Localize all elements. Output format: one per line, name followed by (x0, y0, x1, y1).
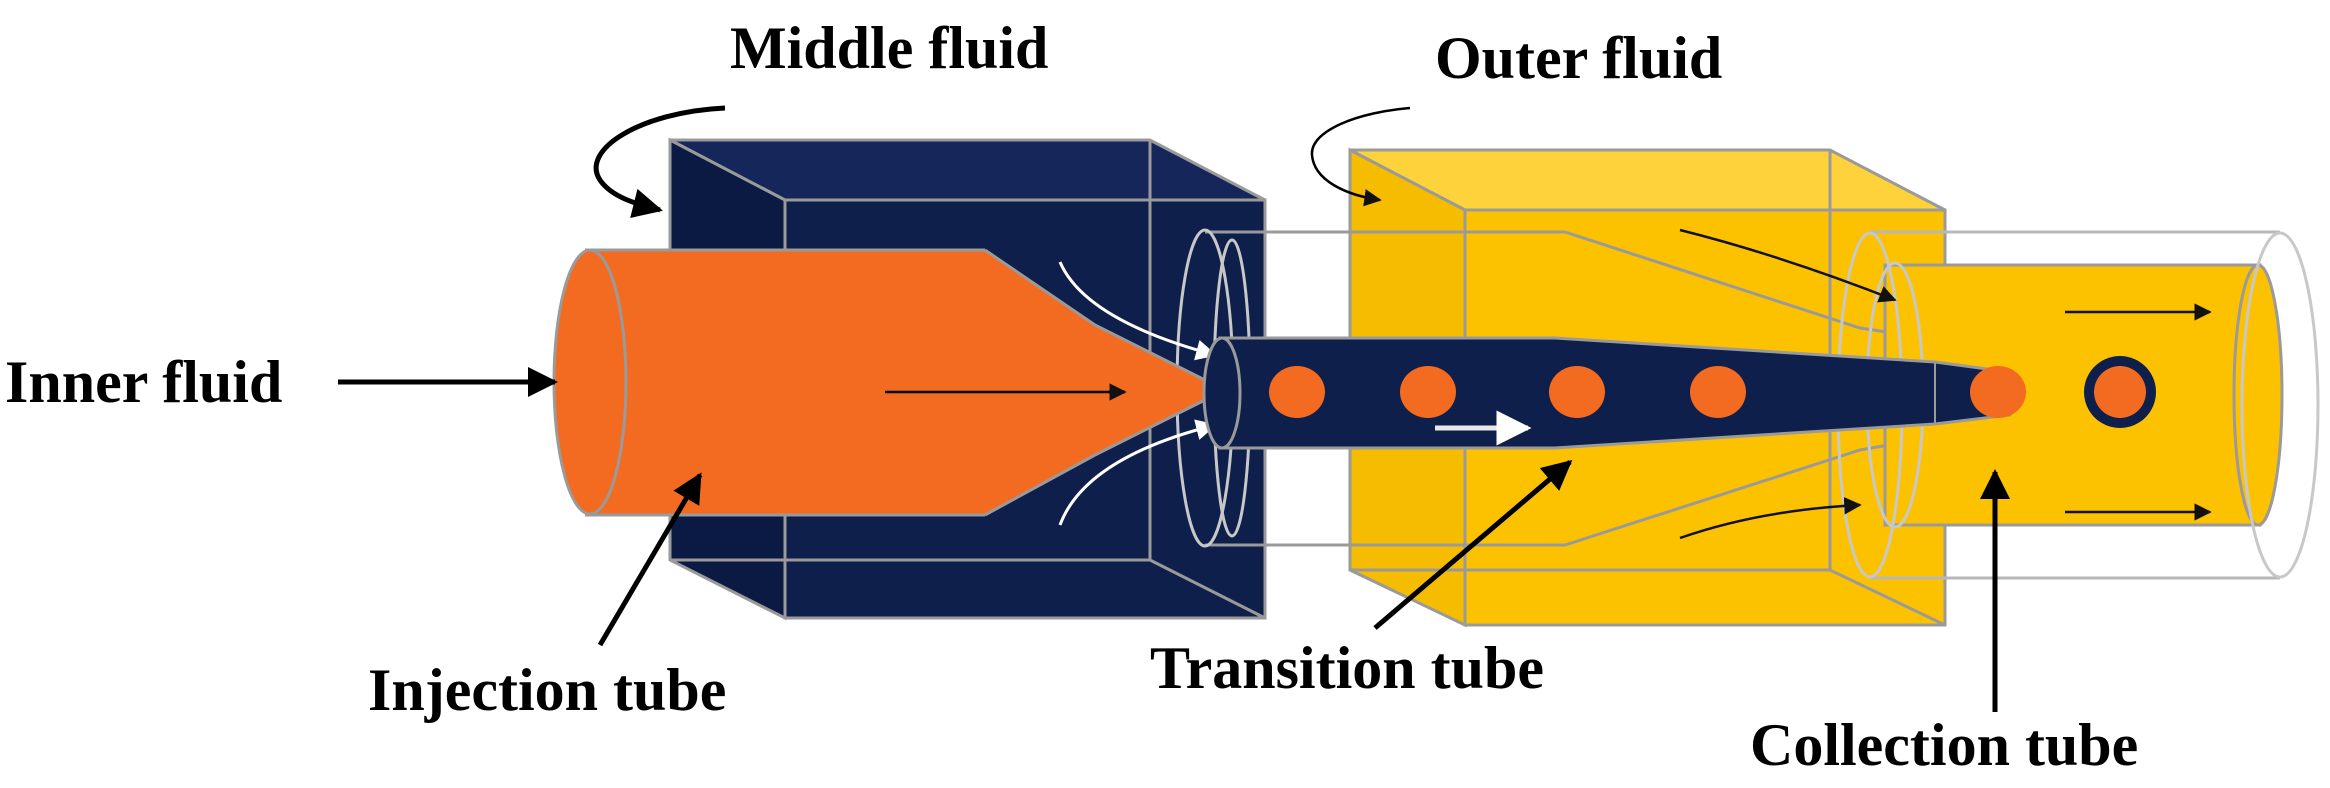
transition-tube (1202, 336, 2027, 450)
outer-fluid-label: Outer fluid (1435, 25, 1722, 91)
injection-tube-label: Injection tube (368, 657, 726, 723)
middle-fluid-label: Middle fluid (730, 15, 1048, 81)
droplet (1400, 366, 1456, 418)
middle-fluid-inlet-arrow (593, 105, 726, 219)
transition-tube-label: Transition tube (1150, 635, 1544, 701)
droplet (1970, 366, 2026, 418)
transition-tube-arrow (1373, 460, 1573, 630)
collection-tube-label: Collection tube (1750, 712, 2138, 778)
droplet (1549, 366, 1605, 418)
inner-fluid-label: Inner fluid (5, 349, 282, 415)
middle-flow-arrows (1058, 261, 1218, 526)
droplet (1269, 366, 1325, 418)
outer-fluid-inlet-arrow (1310, 106, 1411, 207)
outer-flow-arrows (1679, 228, 2212, 540)
injection-tube-arrow (597, 472, 703, 647)
droplets (1269, 356, 2156, 428)
droplet (1690, 366, 1746, 418)
